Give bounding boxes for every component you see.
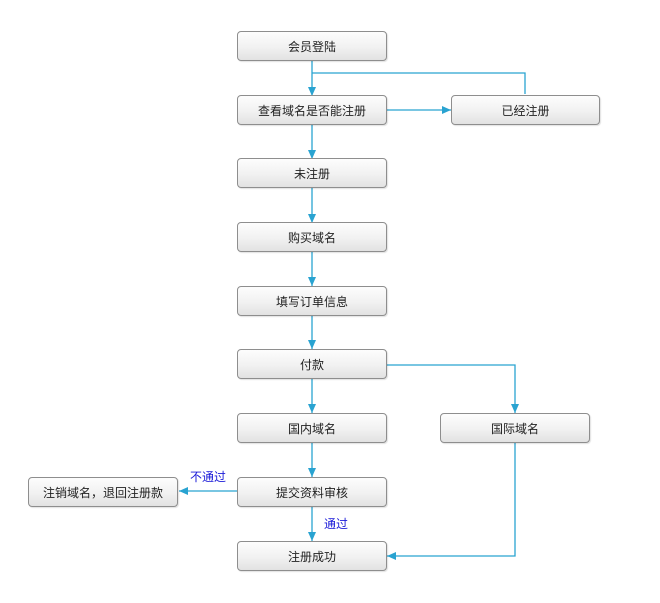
- node-cancel-refund: 注销域名，退回注册款: [28, 477, 178, 507]
- node-buy-domain: 购买域名: [237, 222, 387, 252]
- edge-registered-back-to-check: [312, 72, 526, 94]
- node-not-registered: 未注册: [237, 158, 387, 188]
- edge-payment-to-international: [387, 364, 519, 413]
- edge-international-to-success: [387, 443, 516, 560]
- node-check-domain: 查看域名是否能注册: [237, 95, 387, 125]
- node-domestic-domain: 国内域名: [237, 413, 387, 443]
- node-submit-review: 提交资料审核: [237, 477, 387, 507]
- node-register-success: 注册成功: [237, 541, 387, 571]
- node-international-domain: 国际域名: [440, 413, 590, 443]
- edge-label-fail: 不通过: [190, 470, 227, 484]
- edge-label-pass: 通过: [324, 517, 349, 531]
- node-payment: 付款: [237, 349, 387, 379]
- node-login: 会员登陆: [237, 31, 387, 61]
- node-fill-order: 填写订单信息: [237, 286, 387, 316]
- node-already-registered: 已经注册: [451, 95, 600, 125]
